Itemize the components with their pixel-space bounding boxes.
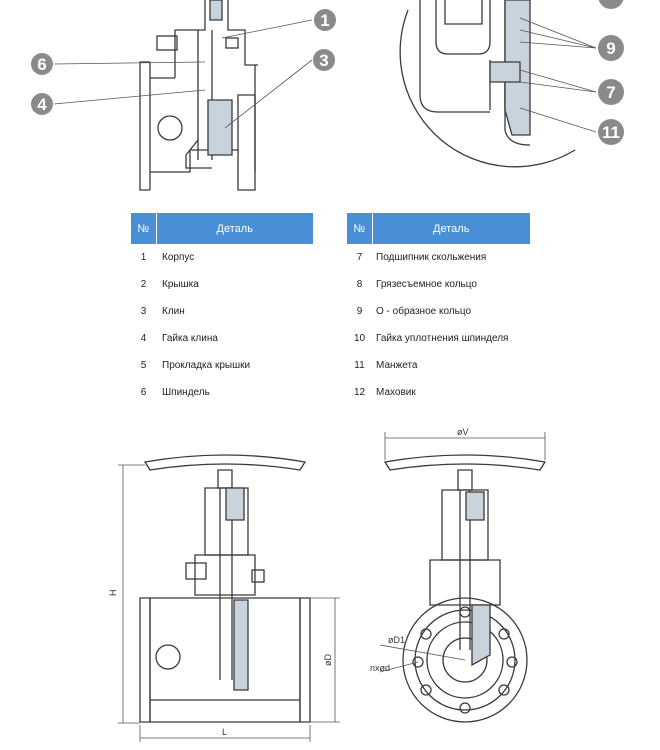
row-part: Грязесъемное кольцо — [376, 279, 477, 290]
table-header: № Деталь — [131, 213, 313, 244]
dim-label-height: H — [108, 590, 118, 597]
row-part: Прокладка крышки — [162, 360, 251, 371]
table-row: 1 Корпус — [131, 244, 313, 271]
row-num: 10 — [353, 333, 366, 344]
row-part: Подшипник скольжения — [376, 252, 487, 263]
row-num: 1 — [140, 252, 147, 263]
row-num: 11 — [354, 360, 365, 371]
callout-4: 4 — [31, 93, 53, 115]
dim-label-flange: øD — [323, 654, 333, 666]
callout-1: 1 — [314, 9, 336, 31]
table-row: 3 Клин — [131, 298, 313, 325]
table-row: 2 Крышка — [131, 271, 313, 298]
row-num: 7 — [356, 252, 363, 263]
table-row: 9 О - образное кольцо — [347, 298, 530, 325]
table-row: 12 Маховик — [347, 379, 530, 406]
row-num: 2 — [140, 279, 147, 290]
header-num: № — [131, 213, 157, 244]
row-part: Гайка клина — [162, 333, 218, 344]
dim-height-line — [118, 464, 145, 724]
callout-11: 11 — [598, 119, 624, 145]
svg-text:6: 6 — [37, 55, 46, 74]
table-row: 5 Прокладка крышки — [131, 352, 313, 379]
side-elevation — [383, 454, 547, 723]
dim-flangeD-line — [310, 597, 340, 723]
callout-partial-top — [598, 0, 624, 9]
table-row: 7 Подшипник скольжения — [347, 244, 530, 271]
callout-3: 3 — [313, 49, 335, 71]
svg-text:9: 9 — [606, 39, 615, 58]
dim-handwheel-line — [384, 432, 546, 460]
row-num: 3 — [140, 306, 147, 317]
row-num: 8 — [356, 279, 363, 290]
row-num: 12 — [353, 387, 366, 398]
table-row: 11 Манжета — [347, 352, 530, 379]
table-row: 6 Шпиндель — [131, 379, 313, 406]
header-part: Деталь — [372, 213, 530, 244]
row-num: 4 — [140, 333, 147, 344]
dim-length-line — [139, 725, 311, 742]
row-num: 5 — [140, 360, 147, 371]
row-num: 6 — [140, 387, 147, 398]
table-row: 8 Грязесъемное кольцо — [347, 271, 530, 298]
header-num: № — [347, 213, 373, 244]
table-row: 10 Гайка уплотнения шпинделя — [347, 325, 530, 352]
svg-text:7: 7 — [606, 83, 615, 102]
svg-text:4: 4 — [37, 95, 47, 114]
svg-text:3: 3 — [319, 51, 328, 70]
callout-9: 9 — [598, 35, 624, 61]
dim-label-handwheel: øV — [457, 427, 469, 437]
parts-table-left: № Деталь 1 Корпус 2 Крышка 3 Клин 4 Гайка кл… — [131, 213, 313, 406]
row-part: Клин — [162, 306, 185, 317]
detail-circle — [399, 0, 576, 168]
callout-6: 6 — [31, 53, 53, 75]
section-view-top — [139, 0, 258, 191]
table-header: № Деталь — [347, 213, 530, 244]
row-part: Крышка — [162, 279, 199, 290]
callout-7: 7 — [598, 79, 624, 105]
row-part: О - образное кольцо — [376, 306, 472, 317]
header-part: Деталь — [156, 213, 313, 244]
row-part: Гайка уплотнения шпинделя — [376, 333, 509, 344]
dim-nxd-line — [379, 661, 419, 673]
row-part: Манжета — [376, 360, 418, 371]
dim-label-bolt-holes: nxød — [370, 663, 390, 673]
row-part: Шпиндель — [162, 387, 210, 398]
row-part: Корпус — [162, 252, 195, 263]
parts-table-right: № Деталь 7 Подшипник скольжения 8 Грязесъе… — [347, 213, 530, 406]
row-num: 9 — [356, 306, 363, 317]
row-part: Маховик — [376, 387, 416, 398]
table-row: 4 Гайка клина — [131, 325, 313, 352]
dim-D1-line — [379, 644, 466, 661]
dim-label-length: L — [222, 727, 227, 737]
front-elevation — [139, 454, 311, 723]
svg-text:11: 11 — [602, 123, 620, 142]
dim-label-bolt-circle: øD1 — [388, 635, 405, 645]
svg-text:1: 1 — [320, 11, 329, 30]
